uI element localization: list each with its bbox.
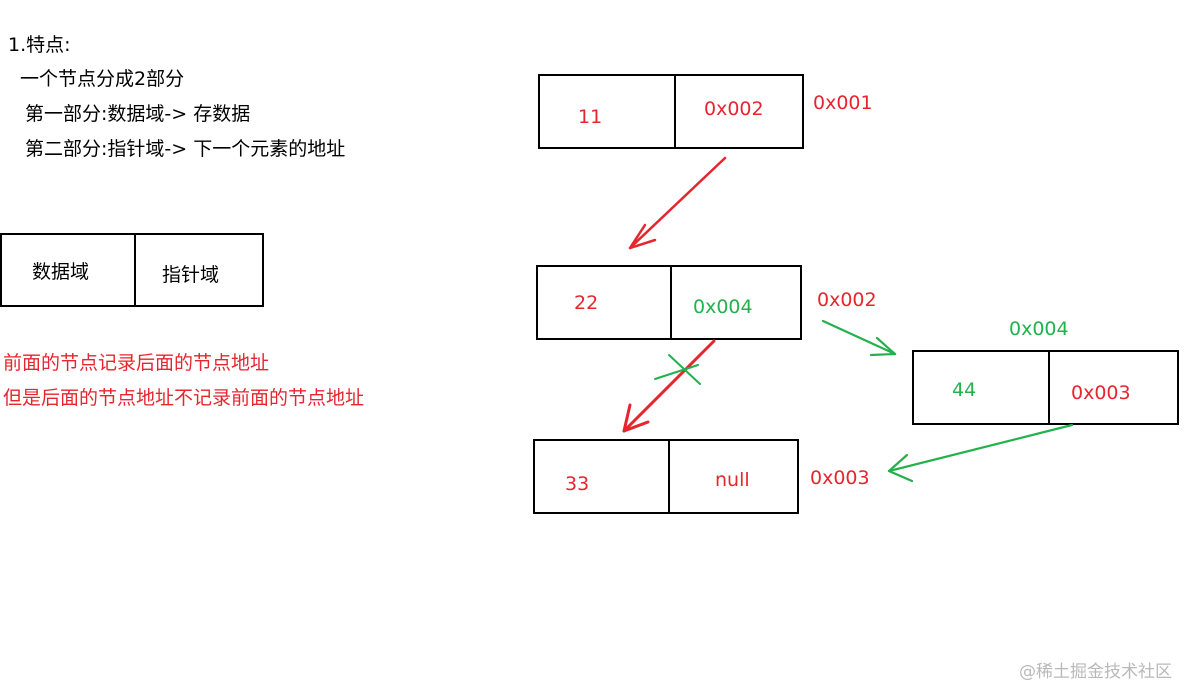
notes-heading: 1.特点:	[8, 34, 71, 56]
node-data-value: 44	[952, 379, 977, 401]
node-pointer-value: null	[715, 469, 750, 491]
node-0x004: 44 0x003	[912, 350, 1179, 425]
legend-node-divider	[134, 235, 136, 305]
legend-pointer-field: 指针域	[162, 264, 220, 286]
notes-line-1: 一个节点分成2部分	[20, 68, 185, 90]
node-address-label: 0x002	[817, 289, 877, 311]
node-pointer-value: 0x003	[1071, 382, 1131, 404]
node-data-value: 33	[565, 473, 590, 495]
node-data-value: 11	[578, 106, 603, 128]
notes-line-3: 第二部分:指针域-> 下一个元素的地址	[25, 138, 346, 160]
node-pointer-value: 0x004	[693, 296, 753, 318]
node-address-label: 0x003	[810, 467, 870, 489]
node-data-value: 22	[574, 292, 599, 314]
node-address-label: 0x004	[1009, 318, 1069, 340]
node-0x002: 22 0x004	[536, 265, 802, 340]
arrow-node2-to-node3-crossed	[622, 339, 716, 433]
arrow-node2-to-node4	[821, 319, 897, 357]
node-divider	[668, 441, 670, 512]
legend-node: 数据域 指针域	[0, 233, 264, 307]
remark-line-1: 前面的节点记录后面的节点地址	[3, 352, 270, 374]
node-0x001: 11 0x002	[538, 74, 804, 149]
arrow-node1-to-node2	[628, 156, 727, 250]
arrow-node4-to-node3	[887, 423, 1074, 483]
node-0x003: 33 null	[533, 439, 799, 514]
remark-line-2: 但是后面的节点地址不记录前面的节点地址	[3, 387, 365, 409]
node-pointer-value: 0x002	[704, 98, 764, 120]
notes-line-2: 第一部分:数据域-> 存数据	[25, 103, 251, 125]
node-divider	[1048, 352, 1050, 423]
cross-mark-icon	[654, 354, 701, 385]
watermark: @稀土掘金技术社区	[1019, 662, 1172, 682]
node-address-label: 0x001	[813, 92, 873, 114]
node-divider	[674, 76, 676, 147]
node-divider	[670, 267, 672, 338]
legend-data-field: 数据域	[32, 261, 90, 283]
